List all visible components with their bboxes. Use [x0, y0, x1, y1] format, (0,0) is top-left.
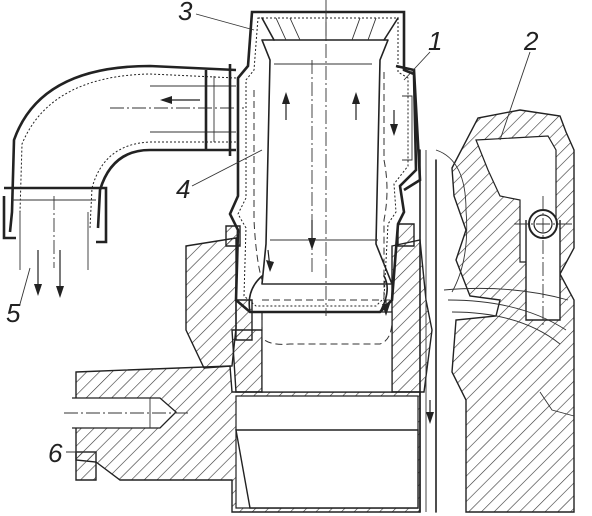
housing-center: [231, 239, 433, 393]
flow-arrows: [34, 92, 434, 424]
label-part-4: 4: [176, 174, 190, 204]
label-part-2: 2: [523, 26, 539, 56]
base-casting: [64, 365, 421, 513]
leader-lines: [19, 13, 531, 453]
label-part-3: 3: [178, 0, 193, 26]
part-labels: 3 1 2 4 5 6: [6, 0, 539, 468]
label-part-1: 1: [428, 26, 442, 56]
outlet-elbow-pipe-part-5: [2, 64, 244, 270]
label-part-5: 5: [6, 298, 21, 328]
vertical-guide-lines: [419, 149, 468, 513]
label-part-6: 6: [48, 438, 63, 468]
right-bracket-part-2: [443, 109, 575, 513]
central-cylinder: [225, 0, 422, 316]
